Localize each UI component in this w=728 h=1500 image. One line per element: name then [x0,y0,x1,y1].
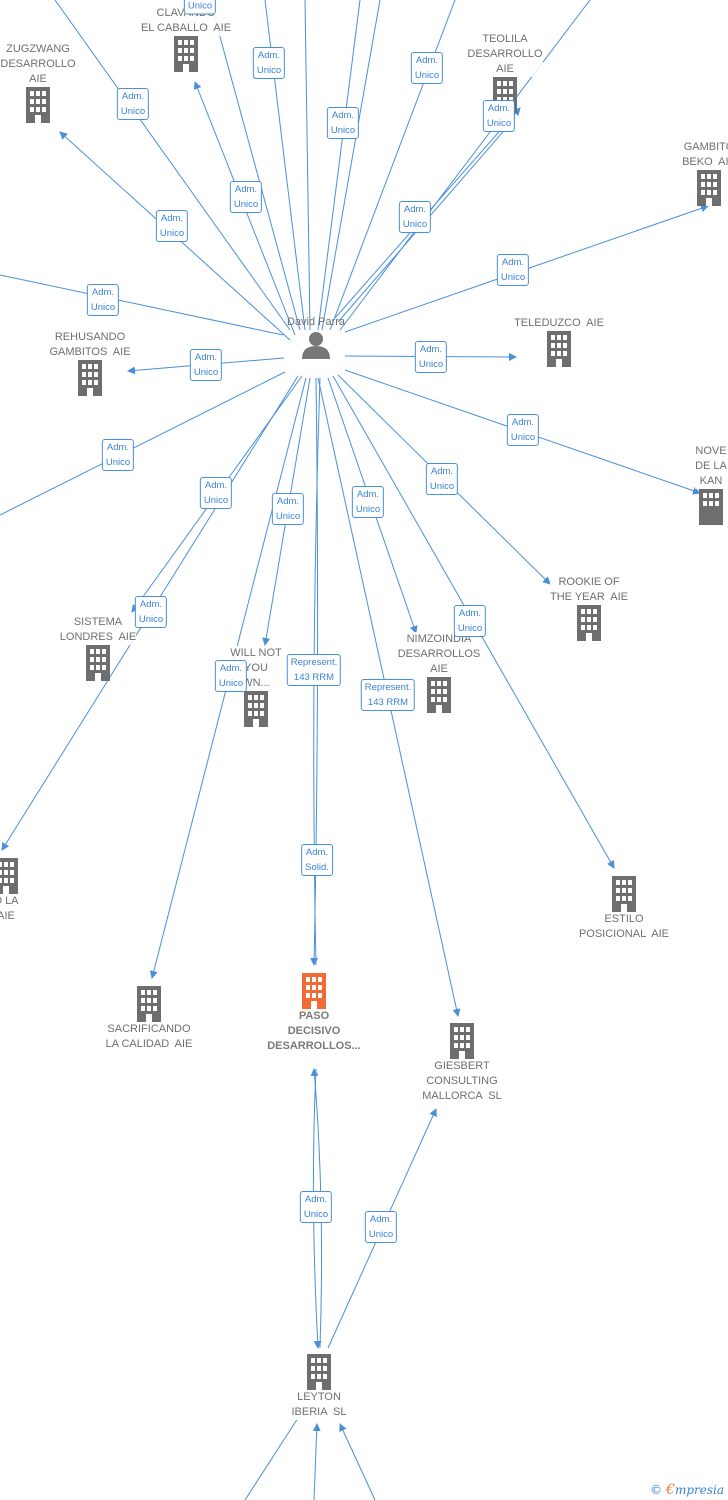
building-icon [697,170,721,206]
building-icon [86,645,110,681]
company-label: NOVE DE LA KAN [695,444,727,489]
company-node-teolila[interactable]: TEOLILA DESARROLLO AIE [463,32,547,113]
relation-label[interactable]: Adm. Unico [155,210,189,242]
relation-label[interactable]: Adm. Unico [101,439,135,471]
company-label: TELEDUZCO AIE [514,316,604,331]
company-node-gambito-beko[interactable]: GAMBITO BEKO AIE [672,140,728,206]
building-icon [0,858,18,894]
building-icon [137,986,161,1022]
building-icon [427,677,451,713]
company-node-o-la[interactable]: O LA AIE [0,858,26,924]
relation-label[interactable]: Adm. Unico [214,660,248,692]
building-icon [244,691,268,727]
relation-label[interactable]: Adm. Unico [134,596,168,628]
brand-logo-letter: € [666,1482,675,1498]
relation-label[interactable]: Adm. Unico [189,349,223,381]
company-node-teleduzco[interactable]: TELEDUZCO AIE [509,316,609,367]
company-node-will-not[interactable]: WILL NOT YOU WN... [216,646,296,727]
relation-label[interactable]: Adm. Unico [453,605,487,637]
relation-label[interactable]: Adm. Unico [351,486,385,518]
copyright-symbol: © [650,1483,663,1497]
relation-label[interactable]: Represent. 143 RRM [286,654,342,686]
company-node-rehusando[interactable]: REHUSANDO GAMBITOS AIE [40,330,140,396]
relation-label[interactable]: Adm. Unico [326,107,360,139]
company-node-sacrificando[interactable]: SACRIFICANDO LA CALIDAD AIE [94,986,204,1052]
relation-label[interactable]: Adm. Unico [364,1211,398,1243]
relation-label[interactable]: Represent. 143 RRM [360,679,416,711]
company-node-rookie[interactable]: ROOKIE OF THE YEAR AIE [539,575,639,641]
company-label: REHUSANDO GAMBITOS AIE [49,330,131,360]
relation-label[interactable]: Adm. Unico [116,88,150,120]
company-node-nimzoindia[interactable]: NIMZOINDIA DESARROLLOS AIE [389,632,489,713]
company-label: ESTILO POSICIONAL AIE [578,912,670,942]
relation-label[interactable]: Unico [183,0,217,15]
relation-label[interactable]: Adm. Unico [414,341,448,373]
building-icon [612,876,636,912]
company-node-zugzwang[interactable]: ZUGZWANG DESARROLLO AIE [0,42,78,123]
building-icon [547,331,571,367]
company-node-giesbert[interactable]: GIESBERT CONSULTING MALLORCA SL [407,1023,517,1104]
brand-name: mpresia [674,1483,724,1497]
building-icon [450,1023,474,1059]
company-node-clavando[interactable]: CLAVANDO EL CABALLO AIE [126,6,246,72]
company-label: O LA AIE [0,894,19,924]
company-node-estilo[interactable]: ESTILO POSICIONAL AIE [569,876,679,942]
relation-label[interactable]: Adm. Unico [398,201,432,233]
company-label: SISTEMA LONDRES AIE [59,615,137,645]
building-icon [699,489,723,525]
building-icon [78,360,102,396]
relation-label[interactable]: Adm. Unico [229,181,263,213]
relation-label[interactable]: Adm. Solid. [301,844,333,876]
company-label: WILL NOT YOU WN... [230,646,282,691]
person-name: David Parra [286,316,346,328]
relation-label[interactable]: Adm. Unico [496,254,530,286]
company-label: SACRIFICANDO LA CALIDAD AIE [105,1022,193,1052]
relation-label[interactable]: Adm. Unico [271,493,305,525]
company-label: NIMZOINDIA DESARROLLOS AIE [397,632,481,677]
relation-label[interactable]: Adm. Unico [410,52,444,84]
building-icon [174,36,198,72]
relation-label[interactable]: Adm. Unico [252,47,286,79]
company-node-paso-decisivo[interactable]: PASO DECISIVO DESARROLLOS... [254,973,374,1054]
person-node-david-parra[interactable]: David Parra [271,316,361,360]
company-label: TEOLILA DESARROLLO AIE [467,32,543,77]
relation-label[interactable]: Adm. Unico [425,463,459,495]
company-label: ROOKIE OF THE YEAR AIE [549,575,629,605]
company-node-novela[interactable]: NOVE DE LA KAN [694,444,728,525]
company-label: GAMBITO BEKO AIE [682,140,728,170]
relation-label[interactable]: Adm. Unico [506,414,540,446]
relation-label[interactable]: Adm. Unico [299,1191,333,1223]
company-label: GIESBERT CONSULTING MALLORCA SL [422,1059,502,1104]
relation-label[interactable]: Adm. Unico [86,284,120,316]
company-label-focus: PASO DECISIVO DESARROLLOS... [267,1009,361,1054]
person-icon [302,332,330,359]
relation-label[interactable]: Adm. Unico [199,477,233,509]
building-icon-focus [302,973,326,1009]
building-icon [307,1354,331,1390]
company-label: LEYTON IBERIA SL [291,1390,347,1420]
building-icon [577,605,601,641]
company-node-sistema[interactable]: SISTEMA LONDRES AIE [48,615,148,681]
empresia-brand[interactable]: ©€mpresia [650,1482,724,1498]
relation-label[interactable]: Adm. Unico [482,100,516,132]
company-label: ZUGZWANG DESARROLLO AIE [0,42,76,87]
building-icon [26,87,50,123]
company-node-leyton[interactable]: LEYTON IBERIA SL [274,1354,364,1420]
